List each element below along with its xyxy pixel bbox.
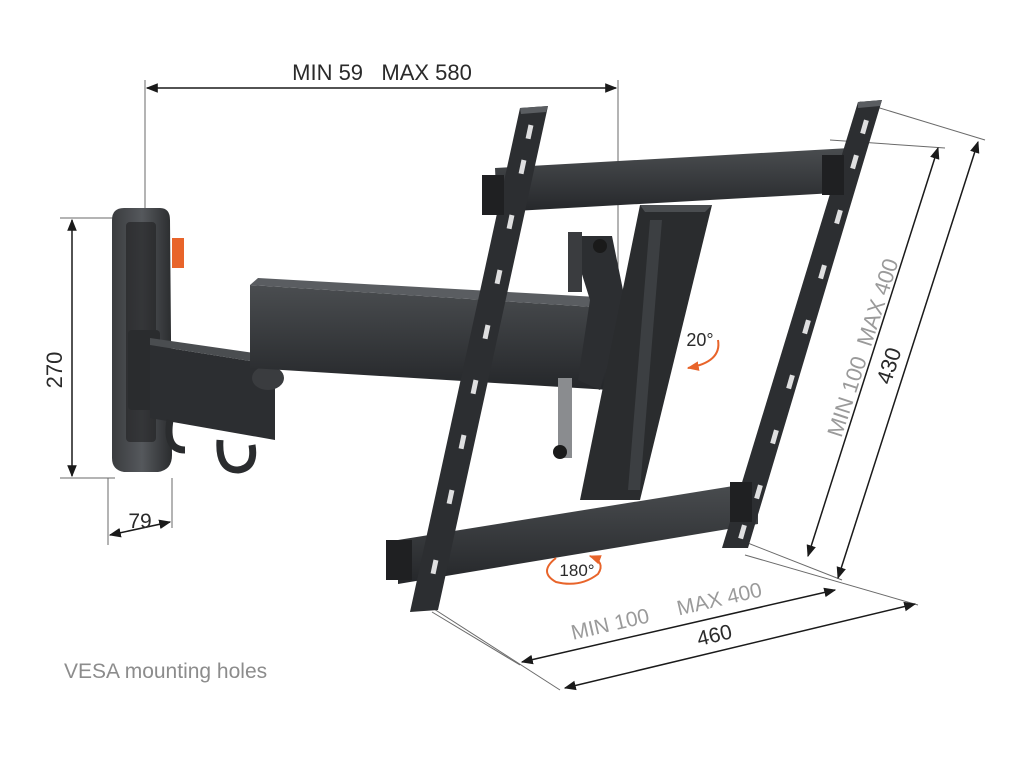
dimension-lines — [67, 83, 980, 691]
wall-depth-label: 79 — [128, 510, 151, 533]
vesa-legend: VESA mounting holes — [64, 660, 268, 683]
guide-lines — [60, 80, 986, 691]
arm-segment-2 — [250, 278, 615, 458]
rotation-arrows — [546, 339, 720, 585]
tilt-arrow-icon — [686, 339, 720, 371]
lock-tab-icon — [172, 238, 184, 268]
swivel-angle-label: 180° — [559, 561, 594, 580]
swivel-arrow-icon — [546, 555, 602, 585]
wall-depth-line — [108, 519, 172, 538]
wall-plate — [112, 208, 184, 472]
bracket-width-label: 460 — [695, 621, 734, 651]
arm-extension-label: MIN 59 MAX 580 — [292, 60, 472, 85]
horizontal-bars — [398, 148, 852, 584]
plate-height-label: 270 — [42, 352, 67, 389]
vesa-horizontal-label: MIN 100 MAX 400 — [569, 579, 764, 645]
arm-segment-1 — [150, 338, 284, 474]
tilt-angle-label: 20° — [686, 330, 713, 350]
bracket-height-line — [836, 140, 980, 580]
center-support — [580, 205, 712, 500]
tilt-joint — [553, 232, 625, 459]
vesa-rail-left — [386, 106, 548, 612]
bracket-width-line — [563, 601, 917, 691]
